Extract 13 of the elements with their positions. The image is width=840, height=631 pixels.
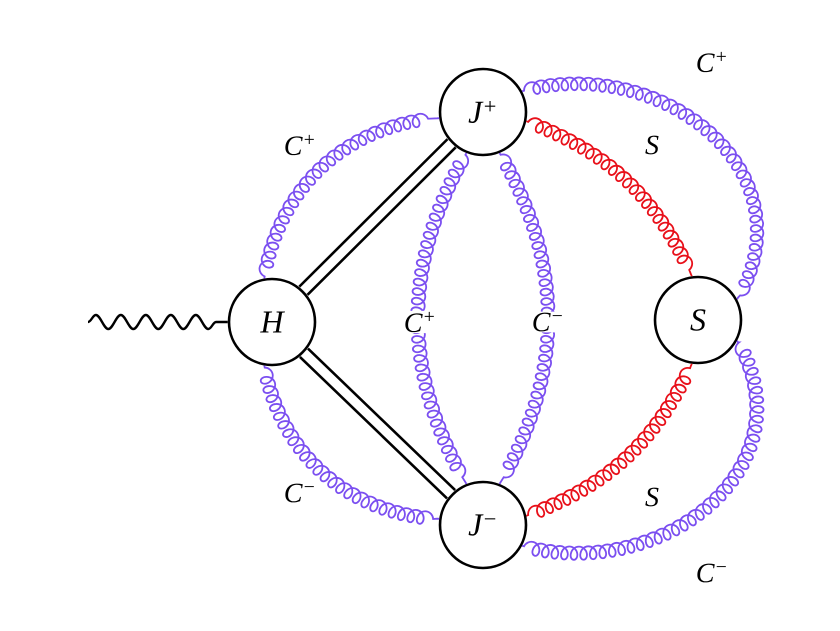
edge-label: C$^{−}$ [282,482,318,504]
edge-label: C$^{+}$ [402,310,438,334]
gluon-line [522,76,764,300]
gluon-line [410,153,468,484]
edge-label: S [644,134,660,156]
double-line [299,348,456,500]
photon-line [87,314,228,330]
edge-label: S [644,486,660,508]
edge-label: C$^{+}$ [282,134,318,156]
edge-label: C$^{+}$ [694,50,730,74]
edge-label: C$^{−}$ [694,562,730,584]
edge-label: C$^{−}$ [530,312,566,332]
double-line [298,138,457,296]
